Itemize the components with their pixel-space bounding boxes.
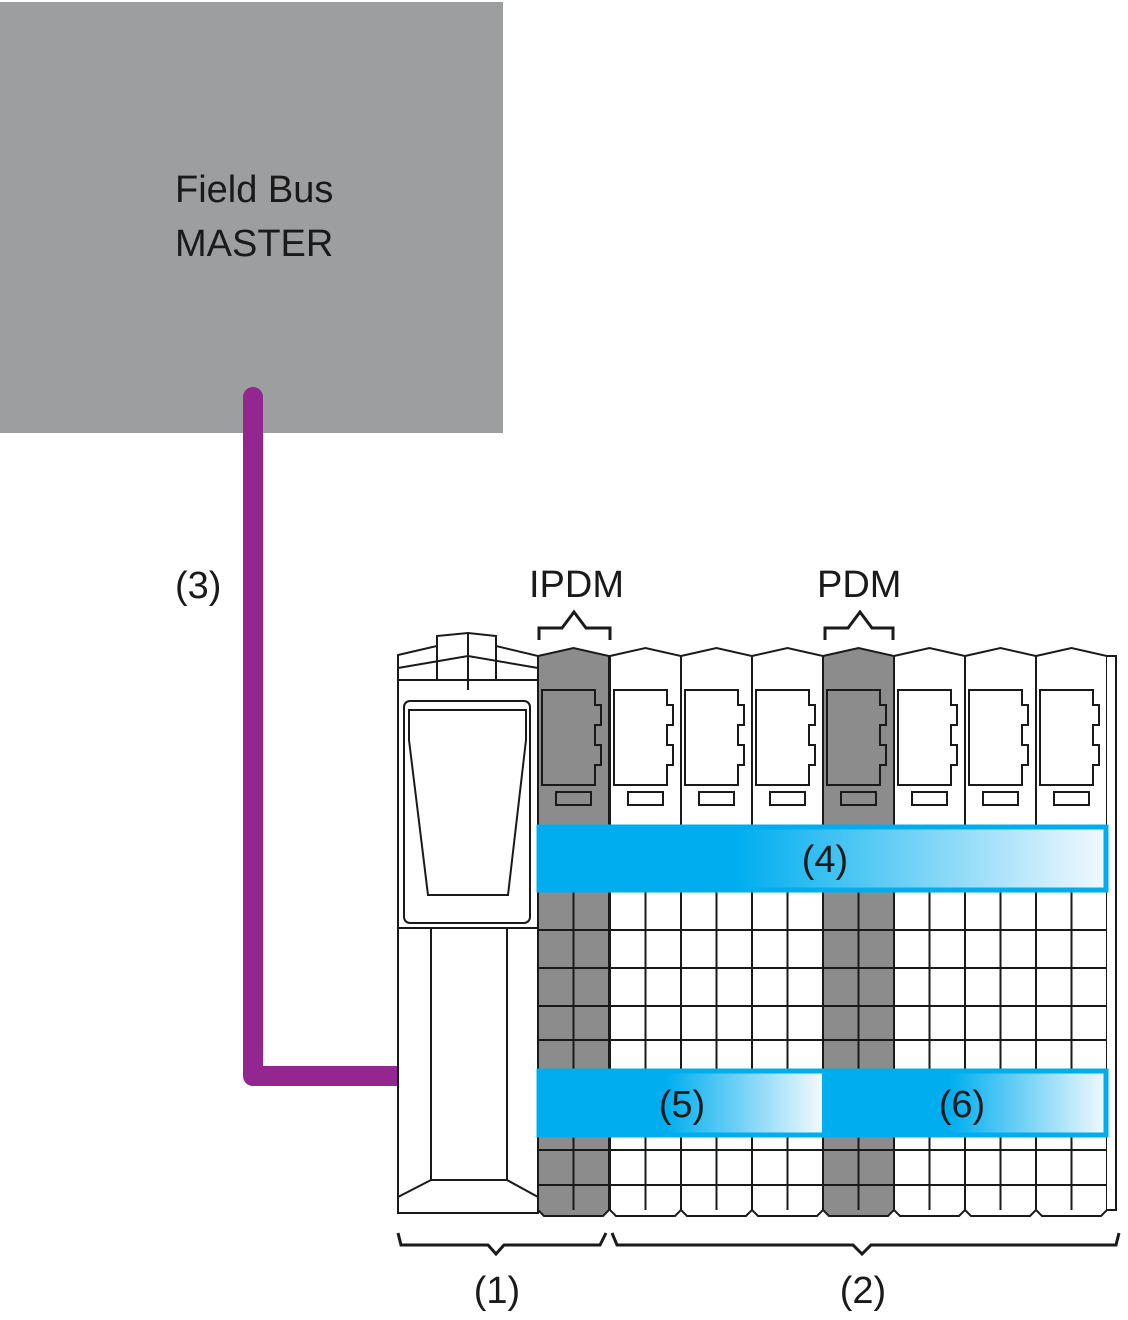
module-label-window	[826, 689, 887, 786]
module-led-window	[1053, 791, 1090, 806]
module-led-window	[769, 791, 806, 806]
module-led-window	[982, 791, 1019, 806]
ipdm-group-highlight	[539, 1071, 822, 1135]
module-label-window	[684, 689, 745, 786]
group-band-outline	[536, 1068, 1109, 1138]
master-title-line1: Field Bus	[175, 169, 333, 211]
module-label-window	[541, 689, 602, 786]
head-group-label: (1)	[474, 1270, 520, 1312]
bus-band-highlight	[536, 824, 1109, 893]
network-interface-module	[397, 631, 539, 1214]
pdm-bracket	[823, 609, 895, 640]
module-label-window	[1039, 689, 1100, 786]
ipdm-group-label: (5)	[659, 1084, 705, 1126]
ipdm-bracket	[537, 609, 612, 640]
module-label-window	[968, 689, 1029, 786]
pdm-group-label: (6)	[939, 1084, 985, 1126]
module-led-window	[840, 791, 877, 806]
head-group-brace	[396, 1232, 608, 1257]
module-label-window	[755, 689, 816, 786]
module-label-window	[897, 689, 958, 786]
pdm-label: PDM	[817, 564, 901, 606]
module-led-window	[698, 791, 735, 806]
fieldbus-link-label: (3)	[175, 565, 221, 607]
master-title-line2: MASTER	[175, 223, 333, 265]
module-led-window	[555, 791, 592, 806]
fieldbus-cable	[243, 387, 466, 1086]
module-led-window	[627, 791, 664, 806]
fieldbus-master-box	[0, 2, 503, 433]
pdm-group-highlight	[822, 1071, 1106, 1135]
io-group-brace	[610, 1232, 1121, 1257]
end-plate	[1107, 655, 1117, 1211]
ipdm-label: IPDM	[529, 564, 624, 606]
io-group-label: (2)	[840, 1270, 886, 1312]
module-label-window	[613, 689, 674, 786]
module-led-window	[911, 791, 948, 806]
bus-band-label: (4)	[802, 839, 848, 881]
